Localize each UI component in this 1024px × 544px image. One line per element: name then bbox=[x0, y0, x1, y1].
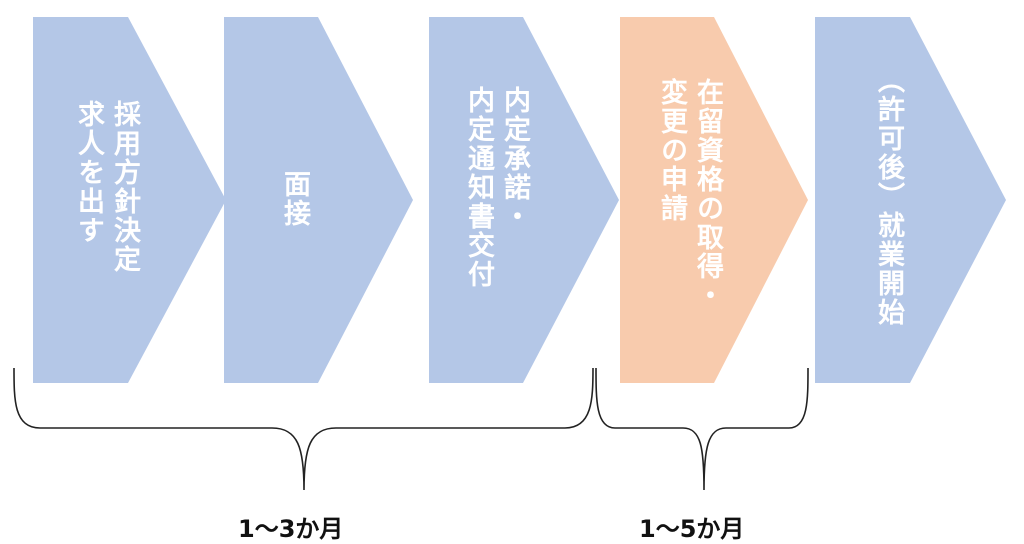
step-arrow-interview bbox=[224, 17, 413, 383]
step-arrow-status-application bbox=[620, 17, 808, 383]
step-label-interview: 面接 bbox=[279, 170, 310, 228]
brace-right bbox=[595, 367, 809, 491]
step-arrow-recruitment-policy bbox=[33, 17, 226, 383]
step-label-recruitment-policy: 採用方針決定 求人を出す bbox=[73, 100, 140, 274]
duration-label-first: 1～3か月 bbox=[238, 515, 344, 543]
step-label-start-work: （許可後）就業開始 bbox=[873, 66, 904, 327]
brace-left bbox=[13, 367, 594, 491]
step-arrow-offer-acceptance bbox=[429, 17, 619, 383]
step-arrow-start-work bbox=[815, 17, 1006, 383]
duration-label-second: 1～5か月 bbox=[639, 515, 745, 543]
step-label-status-application: 在留資格の取得・ 変更の申請 bbox=[656, 78, 723, 310]
step-label-offer-acceptance: 内定承諾・ 内定通知書交付 bbox=[463, 86, 530, 289]
